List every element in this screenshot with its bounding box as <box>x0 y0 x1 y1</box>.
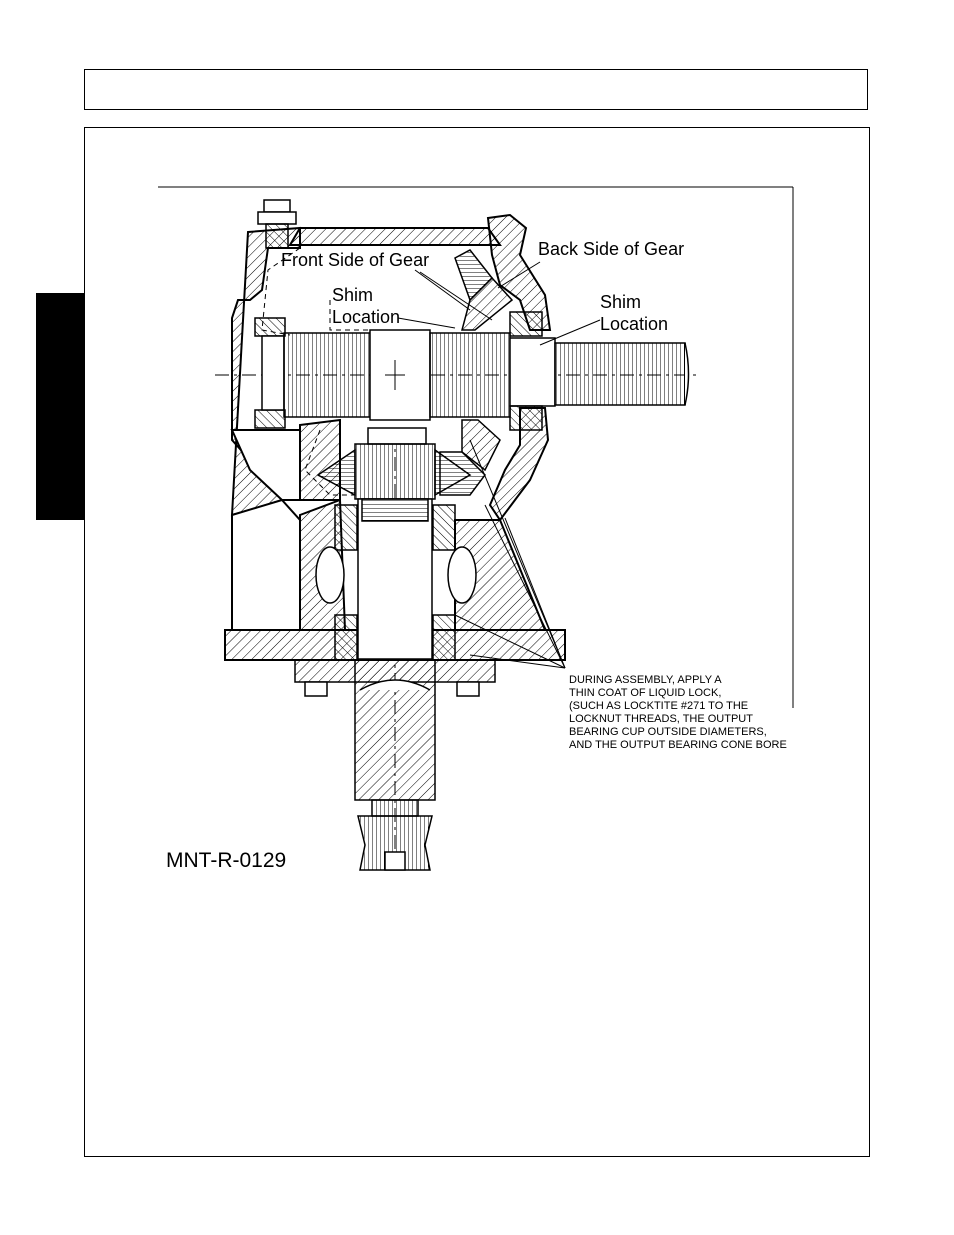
page-header-box <box>84 69 868 110</box>
back-side-label: Back Side of Gear <box>538 239 685 259</box>
shim-right-label-line1: Shim <box>600 292 642 312</box>
section-tab <box>36 293 84 520</box>
input-bearing-left <box>254 317 286 429</box>
output-shaft <box>315 498 477 661</box>
note-line: LOCKNUT THREADS, THE OUTPUT <box>569 713 753 725</box>
note-line: THIN COAT OF LIQUID LOCK, <box>569 687 722 699</box>
note-line: BEARING CUP OUTSIDE DIAMETERS, <box>569 726 767 738</box>
gearbox-housing <box>224 213 566 661</box>
content-frame <box>84 127 870 1157</box>
shim-right-label-line2: Location <box>600 314 669 334</box>
note-line: (SUCH AS LOCKTITE #271 TO THE <box>569 700 749 712</box>
shim-left-label-line2: Location <box>332 307 401 327</box>
output-seal-housing <box>294 659 496 801</box>
output-gear <box>316 427 472 500</box>
assembly-note: DURING ASSEMBLY, APPLY A THIN COAT OF LI… <box>569 674 787 752</box>
inner-cavity-outline <box>261 247 370 496</box>
input-bearing-right <box>509 311 543 431</box>
figure-frame <box>158 186 794 708</box>
input-shaft <box>283 329 690 421</box>
figure-id: MNT-R-0129 <box>166 849 287 872</box>
note-line: AND THE OUTPUT BEARING CONE BORE <box>569 739 787 751</box>
shim-left-label-line1: Shim <box>332 285 374 305</box>
leader-lines <box>397 261 601 669</box>
front-side-label: Front Side of Gear <box>281 250 430 270</box>
note-line: DURING ASSEMBLY, APPLY A <box>569 674 722 686</box>
output-stub <box>357 799 433 871</box>
